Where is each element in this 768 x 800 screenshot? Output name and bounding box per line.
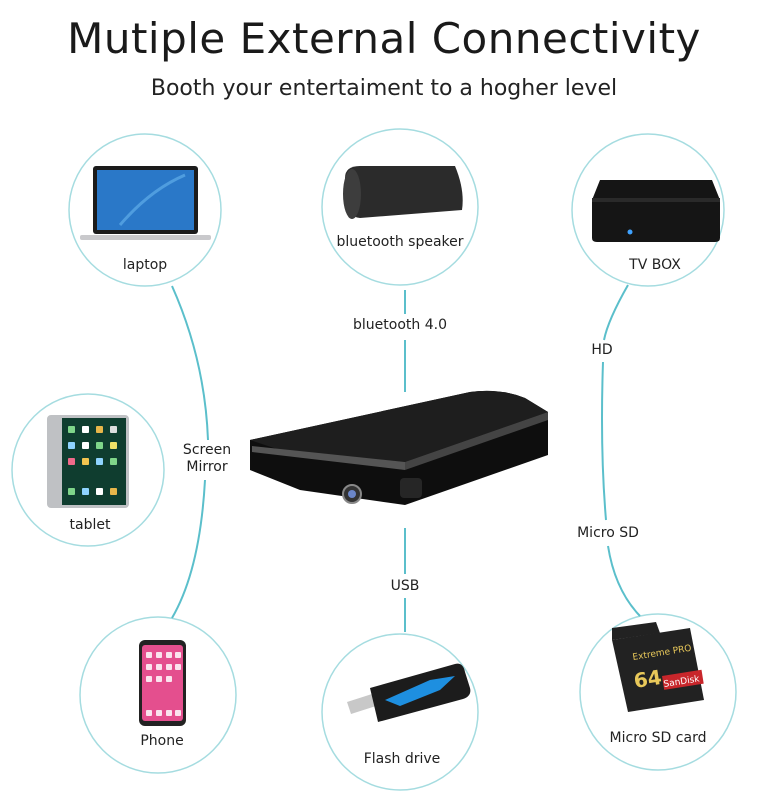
bluetooth-speaker-icon (343, 166, 463, 219)
tvbox-circle (571, 133, 725, 287)
flashdrive-circle (321, 633, 479, 791)
device-label-phone: Phone (140, 733, 184, 749)
connection-label-screen-mirror: Screen Mirror (180, 441, 234, 477)
page-title: Mutiple External Connectivity (67, 14, 701, 63)
hd-line-lower (601, 361, 607, 521)
device-label-bluetooth-speaker: bluetooth speaker (336, 234, 464, 250)
phone-circle (79, 616, 237, 774)
connection-label-micro-sd: Micro SD (575, 524, 641, 543)
device-label-micro-sd-card: Micro SD card (609, 730, 707, 746)
sd-card-capacity: 64 (632, 665, 663, 693)
laptop-icon (80, 166, 211, 240)
screen-mirror-line-lower (171, 479, 206, 619)
phone-icon (139, 640, 186, 726)
device-label-tv-box: TV BOX (629, 257, 681, 273)
device-label-laptop: laptop (122, 257, 168, 273)
sdcard-circle (579, 613, 737, 771)
flash-drive-icon (347, 663, 471, 722)
screen-mirror-line1: Screen (182, 442, 232, 458)
connection-label-usb: USB (388, 577, 422, 596)
page-subtitle: Booth your entertaiment to a hogher leve… (150, 76, 618, 101)
connection-label-hd: HD (589, 341, 615, 360)
speaker-circle (321, 128, 479, 286)
laptop-circle (68, 133, 222, 287)
projector-icon (250, 390, 548, 505)
micro-sd-card-icon: Extreme PRO 64 SanDisk (612, 622, 704, 712)
hd-line (603, 284, 629, 341)
screen-mirror-line2: Mirror (186, 459, 228, 475)
microsd-line (607, 545, 641, 617)
device-label-flash-drive: Flash drive (363, 751, 441, 767)
tv-box-icon (592, 180, 720, 242)
tablet-circle (11, 393, 165, 547)
tablet-icon (47, 415, 129, 508)
connection-label-bluetooth: bluetooth 4.0 (351, 316, 449, 335)
screen-mirror-line (171, 285, 209, 441)
device-label-tablet: tablet (69, 517, 111, 533)
